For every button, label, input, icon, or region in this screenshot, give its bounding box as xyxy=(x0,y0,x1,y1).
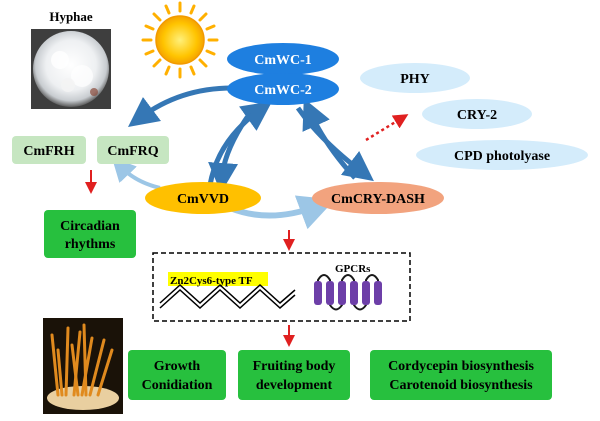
arrow-vvd-to-wc xyxy=(207,101,273,186)
circadian-line2: rhythms xyxy=(65,237,116,252)
node-cmfrq-label: CmFRQ xyxy=(107,144,158,159)
growth-line1: Growth xyxy=(154,359,201,374)
gpcr-icon xyxy=(314,274,382,311)
node-cmfrh xyxy=(12,136,86,164)
arrow-wc-to-cry xyxy=(295,106,374,182)
bio-line1: Cordycepin biosynthesis xyxy=(388,359,534,374)
sun-icon xyxy=(141,1,219,79)
node-cry2 xyxy=(422,99,532,129)
node-cmwc2 xyxy=(227,73,339,105)
node-biosynthesis xyxy=(370,350,552,400)
circadian-line1: Circadian xyxy=(60,219,120,234)
arrow-wc-to-vvd xyxy=(208,111,253,193)
arrow-dashed-to-photoreceptors xyxy=(365,114,409,142)
node-cmvvd xyxy=(145,182,261,214)
node-fruiting-body xyxy=(238,350,350,400)
node-cmcry-dash xyxy=(312,182,444,214)
node-phy-label: PHY xyxy=(400,72,430,87)
hyphae-label: Hyphae xyxy=(49,9,93,24)
growth-line2: Conidiation xyxy=(142,378,213,393)
hyphae-image xyxy=(31,29,111,109)
node-growth-conidiation xyxy=(128,350,226,400)
cordyceps-image xyxy=(43,318,123,414)
arrow-vvd-to-frq xyxy=(111,157,161,190)
node-phy xyxy=(360,63,470,93)
arrow-cry-to-wc xyxy=(302,98,357,180)
node-cry2-label: CRY-2 xyxy=(457,108,497,123)
gpcr-label: GPCRs xyxy=(335,263,371,275)
node-cpd-photolyase-label: CPD photolyase xyxy=(454,149,550,164)
node-cmwc2-label: CmWC-2 xyxy=(254,83,312,98)
node-cmcry-dash-label: CmCRY-DASH xyxy=(331,192,425,207)
node-cmwc1 xyxy=(227,43,339,75)
node-cmfrh-label: CmFRH xyxy=(23,144,74,159)
tf-label-highlight xyxy=(168,272,268,286)
regulator-box xyxy=(152,252,411,322)
arrow-wc-to-frq xyxy=(127,85,233,127)
zn2cys6-tf-icon xyxy=(159,283,296,310)
tf-label: Zn2Cys6-type TF xyxy=(170,275,253,287)
bio-line2: Carotenoid biosynthesis xyxy=(389,378,533,393)
fruit-line2: development xyxy=(256,378,333,393)
node-cmwc1-label: CmWC-1 xyxy=(254,53,312,68)
node-circadian-rhythms xyxy=(44,210,136,258)
fruit-line1: Fruiting body xyxy=(253,359,336,374)
node-cmfrq xyxy=(97,136,169,164)
arrow-vvd-to-cry xyxy=(228,195,335,230)
node-cpd-photolyase xyxy=(416,140,588,170)
node-cmvvd-label: CmVVD xyxy=(177,192,229,207)
